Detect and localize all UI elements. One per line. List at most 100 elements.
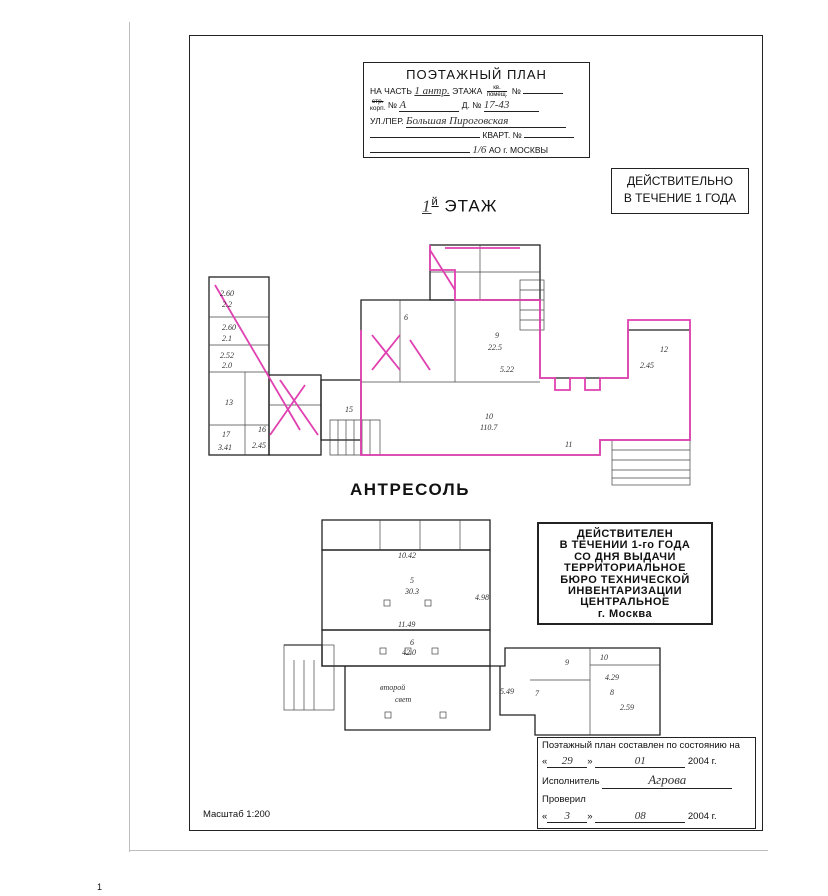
checked-month: 08 [595,810,686,823]
part-label: НА ЧАСТЬ [370,86,412,96]
mezz-room-9-num: 9 [565,658,569,667]
floor-label: ЭТАЖА [452,86,483,96]
mezzanine-plan: 10.42 5 30.3 11.49 6 42.0 4.98 второй св… [283,519,661,736]
room-11-num: 11 [565,440,572,449]
room-10-area: 110.7 [480,423,498,432]
room-6-num: 6 [404,313,408,322]
room-9-area: 22.5 [488,343,502,352]
ao-label: АО г. МОСКВЫ [488,145,549,155]
mezz-room-10-num: 10 [600,653,608,662]
bti-line-7: ЦЕНТРАЛЬНОЕ [580,596,670,609]
mezz-room-7-num: 7 [535,689,540,698]
compiled-day: 29 [547,755,588,768]
checked-day: 3 [547,810,588,823]
room-9-num: 9 [495,331,499,340]
compiled-year: 2004 г. [687,756,717,767]
checked-label: Проверил [542,794,586,805]
room-16-num: 16 [258,425,266,434]
mezz-room-8-area: 2.59 [620,703,634,712]
pomesh-label: помещ. [486,92,508,99]
part-value: 1 антр. [414,85,450,97]
bti-line-2: В ТЕЧЕНИИ 1-го ГОДА [559,539,691,552]
left-stair [329,419,381,456]
bti-line-8: г. Москва [597,607,653,620]
room-3-area: 2.1 [222,334,232,343]
compiled-date-row: «29» 01 2004 г. [542,755,717,768]
compiled-label: Поэтажный план составлен по состоянию на [542,740,740,751]
pink-corrections [214,245,691,456]
floor-suffix: й [431,196,439,208]
mezz-dim-height: 4.98 [475,593,489,602]
title-building-row: стр. корп. № А Д. № 17-43 [370,99,539,112]
room-17-num: 17 [222,430,231,439]
mezz-room-5-area: 30.3 [404,587,419,596]
room-17-area: 3.41 [217,443,232,452]
mezz-room-6-area: 42.0 [402,648,416,657]
street-value: Большая Пироговская [406,115,566,128]
mezz-top-block [321,519,491,551]
executor-label: Исполнитель [542,776,600,787]
room-2-area: 2.2 [222,300,232,309]
title-block: ПОЭТАЖНЫЙ ПЛАН НА ЧАСТЬ 1 антр. ЭТАЖА кв… [363,62,590,158]
kv-no-label: № [511,86,521,96]
dom-value: 17-43 [483,99,539,112]
checked-year: 2004 г. [687,811,717,822]
bti-stamp: ДЕЙСТВИТЕЛЕН В ТЕЧЕНИИ 1-го ГОДА СО ДНЯ … [537,522,713,625]
kvart-label: КВАРТ. № [482,130,522,140]
executor-signature: Агрова [602,772,733,789]
floor-word: ЭТАЖ [444,196,498,216]
title-part-row: НА ЧАСТЬ 1 антр. ЭТАЖА кв. помещ. № [370,85,564,99]
drawing-frame [189,35,763,831]
sheet-bottom-edge [130,850,768,851]
dom-label: Д. № [461,100,482,110]
executor-row: Исполнитель Агрова [542,772,733,789]
bti-line-5: БЮРО ТЕХНИЧЕСКОЙ [560,573,690,586]
str-value: А [399,99,460,112]
page-number: 1 [97,882,103,892]
compiled-month: 01 [595,755,686,768]
bti-line-6: ИНВЕНТАРИЗАЦИИ [568,585,682,598]
room-4-num: 2.52 [220,351,234,360]
room-13-num: 13 [225,398,233,407]
left-wing-outline [208,276,270,456]
right-stair [611,439,691,486]
floor-heading: 1й ЭТАЖ [422,196,497,217]
mezz-second-light-1: второй [380,683,405,692]
mezz-right-wing [490,647,661,736]
title-ao-row: 1/6 АО г. МОСКВЫ [370,144,548,156]
ao-value: 1/6 [472,144,487,156]
title-kvart-row: КВАРТ. № [370,130,575,140]
room-12-area: 2.45 [640,361,654,370]
scale-label: Масштаб 1:200 [203,809,271,820]
bti-line-4: ТЕРРИТОРИАЛЬНОЕ [564,562,686,575]
mezz-room-10-area: 4.29 [605,673,619,682]
validity-stamp: ДЕЙСТВИТЕЛЬНО В ТЕЧЕНИЕ 1 ГОДА [611,168,749,214]
mezz-second-light [284,644,491,731]
title-street-row: УЛ./ПЕР. Большая Пироговская [370,115,566,128]
validity-line-2: В ТЕЧЕНИЕ 1 ГОДА [623,191,737,205]
mezz-room-7-area: 5.49 [500,687,514,696]
dim-5-22: 5.22 [500,365,514,374]
room-16-area: 2.45 [252,441,266,450]
kv-label: кв. [486,85,508,93]
title-heading: ПОЭТАЖНЫЙ ПЛАН [406,67,547,82]
checked-date-row: «3» 08 2004 г. [542,810,717,823]
floor-number: 1 [422,196,432,216]
korp-label: корп. [370,104,386,112]
mezzanine-heading: АНТРЕСОЛЬ [350,480,470,499]
mezz-room-5-num: 5 [410,576,414,585]
room-4-area: 2.0 [222,361,232,370]
bti-line-3: СО ДНЯ ВЫДАЧИ [574,550,676,563]
mezz-dim-top: 10.42 [398,551,416,560]
info-block: Поэтажный план составлен по состоянию на… [537,737,756,829]
mezz-dim-mid: 11.49 [398,620,415,629]
north-block [429,244,541,301]
str-no-label: № [387,100,397,110]
str-label: стр. [371,98,384,106]
sheet-left-edge [129,22,130,852]
street-label: УЛ./ПЕР. [370,116,404,126]
room-15-num: 15 [345,405,353,414]
mezz-second-light-2: свет [395,695,411,704]
room-12-num: 12 [660,345,668,354]
